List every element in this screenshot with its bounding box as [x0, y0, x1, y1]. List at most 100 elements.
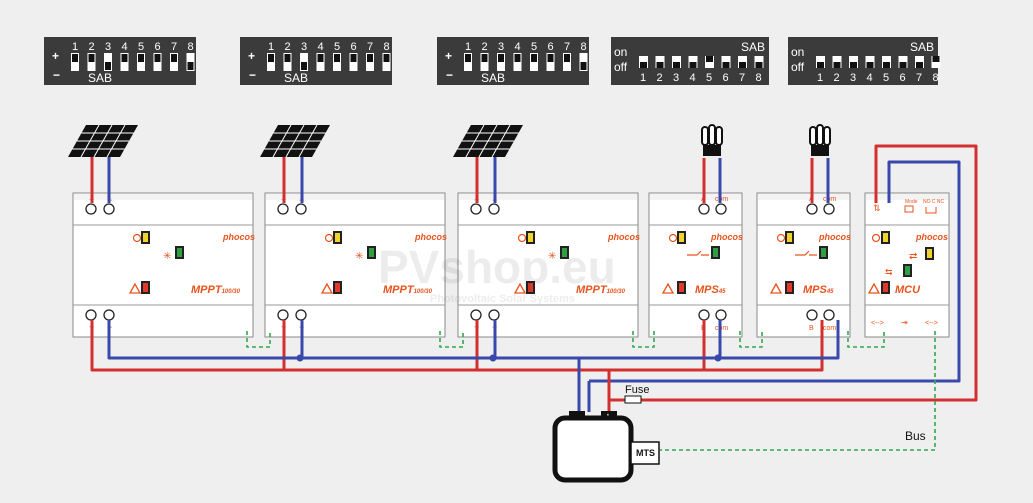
dip-number: 8 [756, 72, 762, 84]
watermark-text: PVshop.eu [378, 241, 616, 293]
dip-toggle [932, 56, 940, 62]
terminal-screw [85, 309, 97, 321]
dip-toggle [171, 54, 177, 62]
power-icon [324, 233, 334, 243]
dip-toggle [564, 54, 570, 62]
bus-label: Bus [905, 429, 926, 443]
watermark: PVshop.eu Photovoltaic Solar Systems [378, 241, 616, 305]
model-label: MPS45 [803, 284, 834, 296]
dip-toggle [883, 62, 890, 68]
dip-number: 6 [155, 41, 161, 53]
solar-panel-icon [68, 124, 138, 158]
wire [107, 320, 840, 360]
dip-off-label: off [614, 60, 628, 74]
wire [439, 331, 464, 348]
dip-number: 3 [850, 72, 856, 84]
dip-toggle [187, 62, 194, 70]
dip-toggle [334, 54, 340, 62]
dip-toggle [481, 54, 488, 62]
dip-toggle [739, 62, 746, 68]
solar-panel-icon [453, 124, 523, 158]
dip-plus-sign: + [248, 49, 255, 63]
lamp-icon [809, 124, 831, 156]
dip-toggle [817, 62, 824, 68]
dip-toggle [656, 62, 664, 68]
dip-toggle [317, 54, 324, 62]
terminal-screw [806, 203, 818, 215]
module-mppt-1: +−+−phocos✳MPPT100/30 [72, 192, 255, 338]
dip-number: 1 [817, 72, 823, 84]
dip-on-label: on [614, 45, 627, 59]
dip-number: 1 [268, 41, 274, 53]
brand-logo: phocos [818, 232, 851, 242]
sun-icon: ✳ [548, 251, 556, 262]
terminal-screw [295, 203, 307, 215]
battery-body [552, 415, 634, 483]
dip-number: 7 [739, 72, 745, 84]
dip-number: 7 [916, 72, 922, 84]
dip-toggle [547, 54, 554, 62]
wire-junction [489, 354, 497, 362]
wire [660, 331, 936, 451]
dip-number: 7 [171, 41, 177, 53]
dip-toggle [722, 62, 730, 68]
dip-number: 8 [581, 41, 587, 53]
dip-number: 8 [188, 41, 194, 53]
dip-toggle [367, 54, 373, 62]
dip-toggle [72, 54, 78, 62]
module-row: +−+−phocos✳MPPT100/30+−+−phocos✳MPPT100/… [68, 124, 950, 338]
relay-icon: ⇅ [873, 203, 881, 213]
terminal-screw [277, 309, 289, 321]
sun-icon: ✳ [355, 251, 363, 262]
power-icon [668, 233, 678, 243]
dip-number: 5 [531, 41, 537, 53]
dip-number: 4 [867, 72, 873, 84]
dip-toggle [916, 62, 923, 68]
terminal-screw [806, 309, 818, 321]
dip-number: 5 [138, 41, 144, 53]
dip-toggle [899, 62, 907, 68]
terminal-label-com: com [823, 196, 836, 203]
dip-number: 5 [883, 72, 889, 84]
warning-icon [867, 282, 881, 294]
mode-button [904, 205, 914, 213]
dip-number: 1 [640, 72, 646, 84]
terminal-screw [277, 203, 289, 215]
brand-logo: phocos [915, 232, 948, 242]
dip-toggle [640, 62, 647, 68]
terminal-screw [698, 309, 710, 321]
terminal-screw [103, 203, 115, 215]
battery: −+ [552, 411, 660, 483]
wire [246, 331, 271, 348]
dip-toggle [121, 54, 128, 62]
brand-logo: phocos [414, 232, 447, 242]
switch-icon [795, 250, 817, 256]
dip-number: 6 [548, 41, 554, 53]
dip-number: 2 [89, 41, 95, 53]
wire [739, 331, 763, 348]
dip-label: SAB [284, 71, 308, 85]
terminal-screw [470, 309, 482, 321]
dip-toggle [531, 54, 537, 62]
dip-toggle [706, 56, 713, 62]
warning-icon [513, 282, 527, 294]
power-icon [871, 233, 881, 243]
dip-toggle [301, 62, 307, 70]
mts-sensor-box [630, 441, 660, 465]
dip-toggle [498, 54, 504, 62]
network-icon: ⇄ [909, 251, 917, 262]
dip-toggle [284, 54, 291, 62]
dip-toggle [866, 62, 874, 68]
dip-number: 3 [301, 41, 307, 53]
wire-junction [714, 354, 722, 362]
wire-junction [296, 354, 304, 362]
terminal-label-relay: NO C NC [923, 199, 945, 205]
dip-off-label: off [791, 60, 805, 74]
terminal-label-b: B [809, 325, 814, 332]
dip-minus-sign: − [53, 68, 60, 82]
dip-number: 3 [673, 72, 679, 84]
